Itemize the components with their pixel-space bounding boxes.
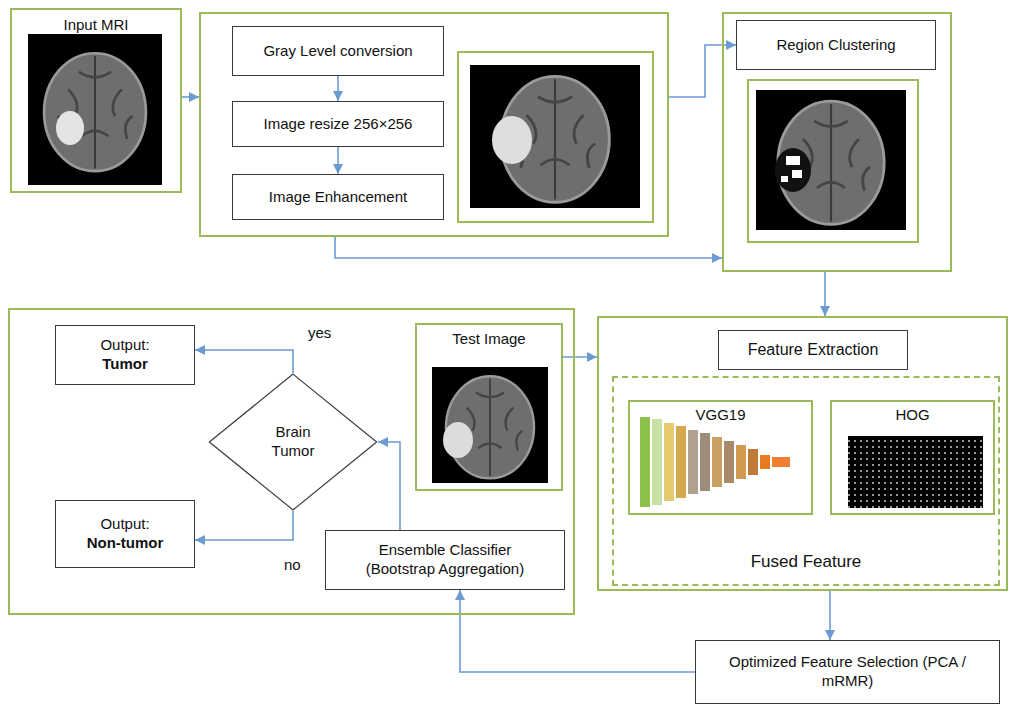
flow-arrow bbox=[195, 350, 293, 373]
node-text: Ensemble Classifier (Bootstrap Aggregati… bbox=[350, 541, 540, 579]
output-box: Output:Non-tumor bbox=[55, 500, 195, 568]
diamond-shape bbox=[209, 374, 376, 510]
test-image-panel: Test Image bbox=[415, 323, 563, 491]
node-text: HOG bbox=[895, 406, 929, 425]
node-text: Brain Tumor bbox=[258, 423, 328, 461]
edge-label: yes bbox=[305, 324, 334, 342]
node-text: Input MRI bbox=[63, 16, 128, 35]
image-frame bbox=[458, 52, 653, 222]
feature-box: VGG19 bbox=[628, 400, 813, 515]
flow-arrow bbox=[195, 511, 293, 540]
preprocessing-panel: Gray Level conversionImage resize 256×25… bbox=[199, 12, 669, 237]
input-mri-image bbox=[28, 34, 162, 185]
flow-arrow bbox=[378, 442, 400, 530]
fused-feature-group: Fused Feature VGG19 HOG bbox=[612, 376, 1000, 586]
flow-arrow bbox=[335, 237, 722, 258]
image-frame bbox=[748, 80, 918, 242]
edge-label: no bbox=[281, 556, 304, 574]
flow-arrow bbox=[669, 45, 736, 97]
node-text: Output: bbox=[100, 515, 149, 534]
node-text: Region Clustering bbox=[776, 36, 895, 55]
hog-feature-figure bbox=[848, 436, 983, 508]
node-text: VGG19 bbox=[695, 406, 745, 425]
node-text: Non-tumor bbox=[87, 534, 164, 553]
flow-arrow bbox=[337, 76, 339, 101]
flow-arrow bbox=[460, 590, 695, 672]
process-box: Region Clustering bbox=[736, 20, 936, 70]
feature-panel: Feature ExtractionFused Feature VGG19 HOG bbox=[597, 316, 1008, 591]
node-text: Image resize 256×256 bbox=[264, 115, 413, 134]
process-box: Image resize 256×256 bbox=[232, 101, 444, 147]
decision-diamond: Brain Tumor bbox=[208, 373, 378, 511]
process-box: Optimized Feature Selection (PCA / mRMR) bbox=[695, 640, 1000, 704]
flow-arrow bbox=[337, 147, 339, 174]
input-panel: Input MRI bbox=[10, 8, 182, 193]
node-text: Image Enhancement bbox=[269, 188, 407, 207]
node-text: Fused Feature bbox=[751, 551, 862, 572]
flow-arrow bbox=[824, 272, 826, 316]
process-box: Feature Extraction bbox=[718, 330, 908, 370]
process-box: Gray Level conversion bbox=[232, 26, 444, 76]
node-text: Test Image bbox=[452, 330, 525, 349]
test-mri-image bbox=[432, 367, 548, 483]
clustered-mri-image bbox=[756, 90, 906, 230]
process-box: Image Enhancement bbox=[232, 174, 444, 220]
node-text: Output: bbox=[100, 336, 149, 355]
flow-arrow bbox=[182, 96, 199, 98]
feature-box: HOG bbox=[830, 400, 995, 515]
flow-arrow bbox=[563, 356, 597, 358]
node-text: Optimized Feature Selection (PCA / mRMR) bbox=[728, 653, 968, 691]
clustering-panel: Region Clustering bbox=[722, 12, 952, 272]
vgg19-network-figure bbox=[640, 417, 790, 507]
process-box: Ensemble Classifier (Bootstrap Aggregati… bbox=[325, 530, 565, 590]
enhanced-mri-image bbox=[470, 65, 640, 208]
output-box: Output:Tumor bbox=[55, 325, 195, 385]
flow-arrow bbox=[829, 591, 831, 640]
node-text: Feature Extraction bbox=[748, 340, 879, 360]
node-text: Tumor bbox=[102, 355, 148, 374]
node-text: Gray Level conversion bbox=[263, 42, 412, 61]
